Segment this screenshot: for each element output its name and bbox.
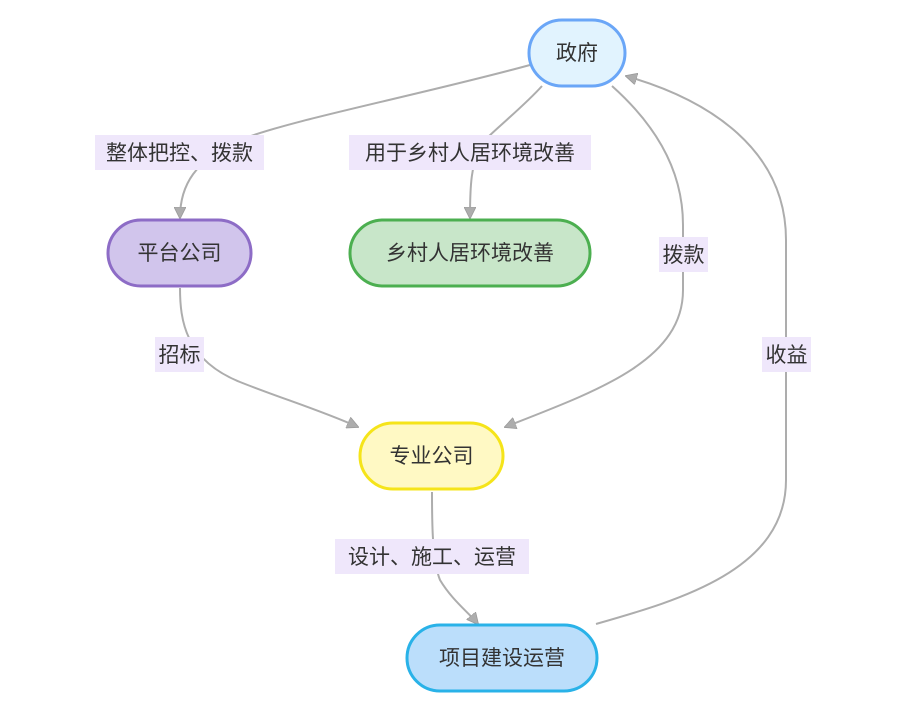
- edge-label-platform-to-specialized: 招标: [155, 337, 204, 372]
- node-label: 政府: [556, 41, 598, 65]
- node-project-construction[interactable]: 项目建设运营: [405, 623, 599, 693]
- edge-platform-to-specialized: [179, 287, 358, 427]
- edge-label-bg: [155, 337, 204, 372]
- edge-label-project-to-gov: 收益: [762, 337, 811, 372]
- edge-label-text: 拨款: [663, 243, 705, 267]
- node-platform-company[interactable]: 平台公司: [106, 218, 253, 288]
- edge-label-text: 整体把控、拨款: [106, 141, 253, 165]
- edge-label-gov-to-platform: 整体把控、拨款: [95, 135, 264, 170]
- edge-label-bg: [95, 135, 264, 170]
- edge-label-bg: [335, 539, 529, 574]
- node-shape: [405, 623, 599, 693]
- edge-project-to-gov: [595, 76, 787, 625]
- edge-label-bg: [762, 337, 811, 372]
- node-specialized-company[interactable]: 专业公司: [358, 421, 505, 491]
- edge-label-text: 收益: [766, 343, 808, 367]
- node-label: 专业公司: [390, 444, 474, 468]
- node-label: 平台公司: [138, 241, 222, 265]
- node-label: 乡村人居环境改善: [386, 241, 554, 265]
- node-shape: [358, 421, 505, 491]
- edge-label-text: 招标: [159, 343, 201, 367]
- node-government[interactable]: 政府: [527, 18, 627, 88]
- edge-label-gov-to-rural: 用于乡村人居环境改善: [349, 135, 591, 170]
- node-shape: [527, 18, 627, 88]
- nodes: 政府 平台公司 乡村人居环境改善 专业公司 项目建设运营: [106, 18, 627, 693]
- edge-gov-to-platform: [180, 64, 531, 218]
- node-shape: [106, 218, 253, 288]
- node-label: 项目建设运营: [439, 646, 565, 670]
- node-rural-environment[interactable]: 乡村人居环境改善: [348, 218, 592, 288]
- edge-label-gov-to-specialized: 拨款: [659, 237, 708, 272]
- edge-label-bg: [349, 135, 591, 170]
- edge-specialized-to-project: [431, 491, 478, 624]
- node-shape: [348, 218, 592, 288]
- edge-labels: 整体把控、拨款 用于乡村人居环境改善 拨款 招标 设计、施工、运营 收益: [95, 135, 811, 574]
- edge-label-bg: [659, 237, 708, 272]
- edge-label-text: 用于乡村人居环境改善: [365, 141, 575, 165]
- edge-label-text: 设计、施工、运营: [348, 545, 516, 569]
- edge-gov-to-specialized: [505, 85, 684, 427]
- edge-label-specialized-to-project: 设计、施工、运营: [335, 539, 529, 574]
